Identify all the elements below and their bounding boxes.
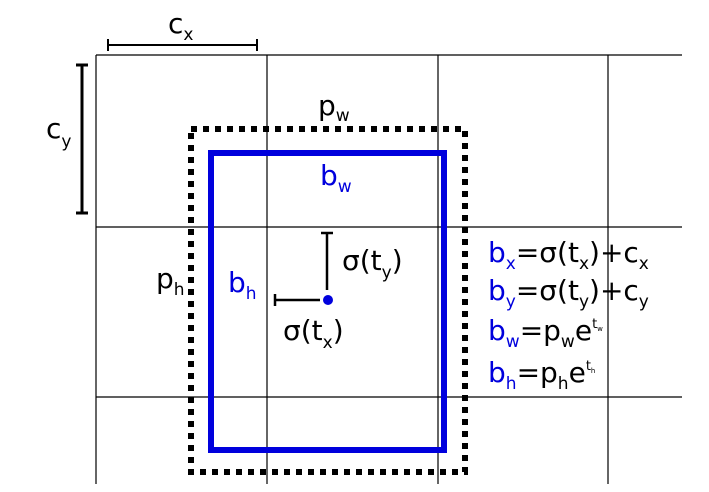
bh-label: bh xyxy=(228,266,257,304)
equation-by: by=σ(ty)+cy xyxy=(488,274,649,312)
sigma-ty-label: σ(ty) xyxy=(342,244,403,283)
center-point xyxy=(323,295,333,305)
predicted-box xyxy=(208,150,447,453)
cy-bar xyxy=(76,63,88,215)
prior-box xyxy=(188,126,468,475)
tx-offset-bar xyxy=(273,294,320,306)
equation-bh: bh=pheth xyxy=(488,356,595,394)
equations: bx=σ(tx)+cx by=σ(ty)+cy bw=pwetw bh=phet… xyxy=(488,236,649,394)
cx-bar xyxy=(107,39,258,51)
sigma-tx-label: σ(tx) xyxy=(283,314,344,353)
cx-label: cx xyxy=(168,7,193,45)
ph-label: ph xyxy=(156,262,185,300)
ty-offset-bar xyxy=(321,231,333,290)
cy-label: cy xyxy=(46,112,71,152)
pw-label: pw xyxy=(318,89,350,126)
equation-bx: bx=σ(tx)+cx xyxy=(488,236,649,274)
equation-bw: bw=pwetw xyxy=(488,314,603,352)
bw-label: bw xyxy=(320,159,352,197)
